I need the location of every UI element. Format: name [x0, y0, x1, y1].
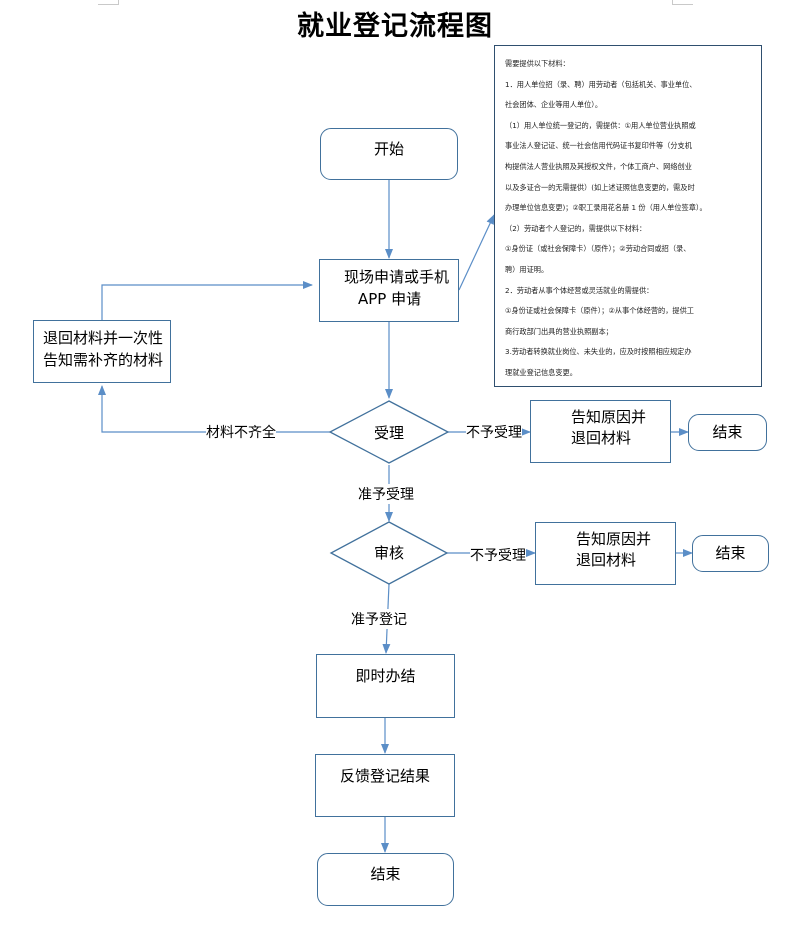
- return-materials-line-1: 退回材料并一次性: [43, 329, 164, 347]
- apply-node: 现场申请或手机 APP 申请: [319, 259, 459, 322]
- note-line: 事业法人登记证、统一社会信用代码证书复印件等（分支机: [505, 141, 692, 151]
- note-line: （2）劳动者个人登记的，需提供以下材料：: [505, 223, 647, 233]
- review-diamond-label: 审核: [373, 544, 404, 562]
- return-materials-node: 退回材料并一次性 告知需补齐的材料: [33, 320, 171, 383]
- edge-label-incomplete: 材料不齐全: [206, 422, 276, 442]
- edge-label-approve-accept: 准予受理: [358, 484, 414, 504]
- instant-label: 即时办结: [355, 667, 416, 685]
- review-diamond-shape: [329, 521, 449, 585]
- note-line: ①身份证或社会保障卡（原件）；②从事个体经营的，提供工: [505, 306, 694, 316]
- start-node: 开始: [320, 128, 458, 180]
- note-line: 社会团体、企业等用人单位）。: [505, 100, 603, 110]
- note-line: 聘）用证明。: [505, 264, 549, 274]
- required-materials-note: 需要提供以下材料： 1．用人单位招（录、聘）用劳动者（包括机关、事业单位、 社会…: [494, 45, 762, 387]
- notify-reject-1-line-1: 告知原因并: [571, 408, 647, 426]
- end-2-label: 结束: [715, 544, 746, 562]
- accept-diamond-shape: [328, 400, 450, 464]
- note-line: 商行政部门出具的营业执照副本；: [505, 326, 613, 336]
- feedback-node: 反馈登记结果: [315, 754, 455, 817]
- notify-reject-2-line-1: 告知原因并: [576, 530, 652, 548]
- feedback-label: 反馈登记结果: [339, 767, 430, 785]
- notify-reject-1-line-2: 退回材料: [571, 429, 632, 447]
- notify-reject-2-line-2: 退回材料: [576, 551, 637, 569]
- note-line: 构提供法人营业执照及其授权文件，个体工商户、网络创业: [505, 161, 692, 171]
- edge-label-reject-2: 不予受理: [470, 545, 526, 565]
- end-node-1: 结束: [688, 414, 767, 451]
- end-final-label: 结束: [370, 865, 401, 883]
- note-line: 需要提供以下材料：: [505, 59, 570, 68]
- note-line: 理就业登记信息变更。: [505, 367, 577, 377]
- note-line: 2．劳动者从事个体经营或灵活就业的需提供：: [505, 285, 654, 295]
- return-materials-line-2: 告知需补齐的材料: [43, 351, 164, 369]
- accept-diamond-label: 受理: [373, 424, 404, 442]
- page-corner-mark-right: [672, 0, 693, 5]
- apply-label-line-2: APP 申请: [358, 290, 422, 308]
- note-line: 以及多证合一的无需提供）(如上述证照信息变更的，需及时: [505, 182, 695, 192]
- note-line: 3.劳动者转换就业岗位、未失业的，应及时按照相应规定办: [505, 347, 692, 357]
- note-line: （1）用人单位统一登记的，需提供：①用人单位营业执照或: [505, 120, 696, 130]
- notify-reject-node-1: 告知原因并 退回材料: [530, 400, 671, 463]
- edge-label-reject-1: 不予受理: [466, 422, 522, 442]
- note-line: ①身份证（或社会保障卡）（原件）；②劳动合同或招（录、: [505, 244, 691, 254]
- notify-reject-node-2: 告知原因并 退回材料: [535, 522, 676, 585]
- end-1-label: 结束: [712, 423, 743, 441]
- start-label: 开始: [373, 140, 404, 158]
- edge-label-approve-register: 准予登记: [351, 609, 407, 629]
- diagram-title: 就业登记流程图: [297, 11, 493, 42]
- end-node-2: 结束: [692, 535, 769, 572]
- instant-node: 即时办结: [316, 654, 455, 718]
- end-final-node: 结束: [317, 853, 454, 906]
- note-line: 1．用人单位招（录、聘）用劳动者（包括机关、事业单位、: [505, 79, 697, 89]
- note-line: 办理单位信息变更)；②职工录用花名册 1 份（用人单位签章）。: [505, 203, 707, 213]
- apply-label-line-1: 现场申请或手机: [344, 268, 450, 286]
- page-corner-mark-left: [98, 0, 119, 5]
